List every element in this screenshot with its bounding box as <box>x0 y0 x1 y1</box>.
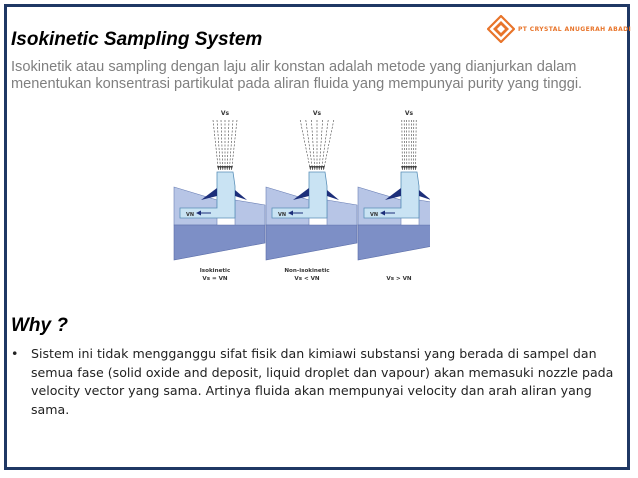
velocity-sample-label: Vs <box>221 110 230 117</box>
streamline <box>305 119 313 171</box>
logo-text: PT CRYSTAL ANUGERAH ABADI <box>518 25 632 33</box>
streamline-arrow <box>230 166 233 170</box>
streamline-arrow <box>405 166 409 170</box>
deposit-right <box>419 190 431 200</box>
probe-nozzle <box>179 171 236 219</box>
bullet-text: Sistem ini tidak mengganggu sifat fisik … <box>31 346 614 417</box>
streamline-arrow <box>313 166 317 170</box>
pipe-lower-wall <box>173 224 266 261</box>
velocity-sample-label: Vs <box>313 110 322 117</box>
streamline-arrow <box>228 166 231 170</box>
deposit-right <box>235 190 247 200</box>
streamline <box>299 119 311 171</box>
slide-title: Isokinetic Sampling System <box>11 29 263 50</box>
pipe-lower-wall <box>265 224 358 261</box>
probe-nozzle <box>271 171 328 219</box>
streamline-arrow <box>322 166 325 170</box>
streamline-arrow <box>221 166 225 170</box>
pipe-body <box>173 186 218 226</box>
streamline <box>323 119 335 171</box>
flow-arrowhead <box>196 210 201 216</box>
deposit-left <box>201 188 217 200</box>
streamline-arrow <box>309 166 312 170</box>
streamline-arrow <box>414 166 417 170</box>
streamline <box>401 119 403 171</box>
streamline <box>212 119 219 171</box>
streamline <box>231 119 238 171</box>
streamline-arrow <box>315 166 319 170</box>
pipe-right-section <box>418 199 450 226</box>
pipe-body <box>265 186 310 226</box>
streamline-arrow <box>219 166 222 170</box>
panel-subcaption: Vs > VN <box>386 276 412 282</box>
streamline-arrow <box>223 166 227 170</box>
why-heading: Why ? <box>11 315 68 336</box>
pipe-lower-wall <box>357 224 450 261</box>
streamline <box>415 119 417 171</box>
velocity-sample-label: Vs <box>405 110 414 117</box>
pipe-right-section <box>234 199 266 226</box>
streamline-arrow <box>311 166 314 170</box>
flow-arrowhead <box>288 210 293 216</box>
streamline-arrow <box>403 166 406 170</box>
streamline <box>311 119 316 171</box>
deposit-left <box>385 188 401 200</box>
streamline-arrow <box>407 166 411 170</box>
flow-arrowhead <box>380 210 385 216</box>
streamline <box>229 119 234 171</box>
streamline <box>318 119 323 171</box>
streamline-arrow <box>401 166 404 170</box>
velocity-nozzle-label: VN <box>186 212 194 218</box>
company-logo: PT CRYSTAL ANUGERAH ABADI <box>487 15 631 43</box>
deposit-right <box>327 190 339 200</box>
panel-caption: Isokinetic <box>200 268 231 274</box>
streamline-arrow <box>225 166 229 170</box>
probe-nozzle <box>363 171 420 219</box>
velocity-nozzle-label: VN <box>370 212 378 218</box>
deposit-left <box>293 188 309 200</box>
streamline-arrow <box>409 166 413 170</box>
streamline-arrow <box>412 166 415 170</box>
slide-frame <box>4 4 630 470</box>
streamline <box>226 119 230 171</box>
streamline <box>216 119 221 171</box>
intro-paragraph: Isokinetik atau sampling dengan laju ali… <box>11 59 583 92</box>
panel-caption: Non-isokinetic <box>284 268 329 274</box>
bullet-symbol: • <box>11 346 19 361</box>
pipe-body <box>357 186 402 226</box>
panel-subcaption: Vs = VN <box>202 276 228 282</box>
streamline-arrow <box>217 166 220 170</box>
streamline <box>220 119 224 171</box>
bullet-item: • Sistem ini tidak mengganggu sifat fisi… <box>11 345 615 419</box>
pipe-right-section <box>326 199 358 226</box>
velocity-nozzle-label: VN <box>278 212 286 218</box>
streamline-arrow <box>317 166 321 170</box>
diamond-logo-icon <box>487 15 515 43</box>
panel-subcaption: Vs < VN <box>294 276 320 282</box>
streamline <box>321 119 329 171</box>
streamline-arrow <box>320 166 323 170</box>
